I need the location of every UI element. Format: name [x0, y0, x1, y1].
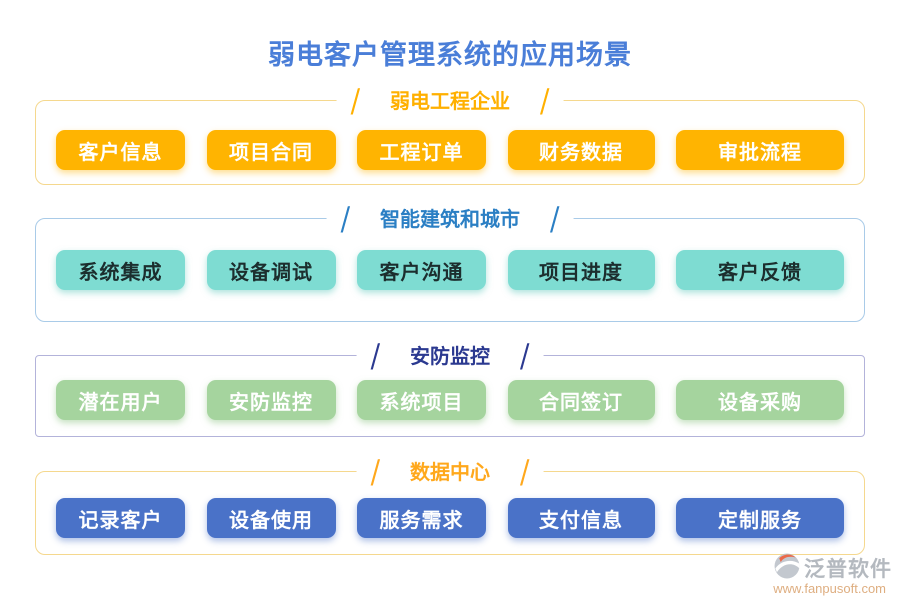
section-legend: / 智能建筑和城市 / — [326, 199, 574, 238]
chip-payment-info[interactable]: 支付信息 — [507, 498, 655, 538]
section-weak-current-enterprise: / 弱电工程企业 / 客户信息 项目合同 工程订单 财务数据 审批流程 — [35, 84, 865, 185]
chip-row: 潜在用户 安防监控 系统项目 合同签订 设备采购 — [36, 380, 864, 420]
watermark-url-text: www.fanpusoft.com — [773, 581, 886, 596]
fanpu-logo-icon — [773, 552, 801, 584]
chip-engineering-order[interactable]: 工程订单 — [357, 130, 486, 170]
chip-customer-communication[interactable]: 客户沟通 — [357, 250, 486, 290]
chip-system-project[interactable]: 系统项目 — [357, 380, 486, 420]
chip-contract-signing[interactable]: 合同签订 — [507, 380, 655, 420]
chip-device-debugging[interactable]: 设备调试 — [206, 250, 336, 290]
chip-device-usage[interactable]: 设备使用 — [206, 498, 336, 538]
section-legend: / 数据中心 / — [356, 452, 544, 491]
chip-customer-feedback[interactable]: 客户反馈 — [676, 250, 844, 290]
watermark: 泛普软件 www.fanpusoft.com — [773, 552, 892, 596]
section-smart-buildings-cities: / 智能建筑和城市 / 系统集成 设备调试 客户沟通 项目进度 客户反馈 — [35, 202, 865, 322]
slash-right-icon: / — [550, 199, 560, 238]
section-title: 数据中心 — [410, 460, 490, 484]
slash-left-icon: / — [340, 199, 350, 238]
watermark-brand-text: 泛普软件 — [804, 556, 892, 581]
chip-row: 客户信息 项目合同 工程订单 财务数据 审批流程 — [36, 130, 864, 170]
chip-service-demand[interactable]: 服务需求 — [357, 498, 486, 538]
chip-project-progress[interactable]: 项目进度 — [507, 250, 655, 290]
section-data-center: / 数据中心 / 记录客户 设备使用 服务需求 支付信息 定制服务 — [35, 455, 865, 555]
chip-customer-info[interactable]: 客户信息 — [56, 130, 185, 170]
slash-left-icon: / — [370, 452, 380, 491]
chip-equipment-procurement[interactable]: 设备采购 — [676, 380, 844, 420]
chip-custom-service[interactable]: 定制服务 — [676, 498, 844, 538]
chip-potential-users[interactable]: 潜在用户 — [56, 380, 185, 420]
chip-project-contract[interactable]: 项目合同 — [206, 130, 336, 170]
section-security-monitoring: / 安防监控 / 潜在用户 安防监控 系统项目 合同签订 设备采购 — [35, 339, 865, 437]
slash-left-icon: / — [350, 81, 360, 120]
chip-system-integration[interactable]: 系统集成 — [56, 250, 185, 290]
slash-right-icon: / — [520, 452, 530, 491]
section-title: 智能建筑和城市 — [380, 207, 520, 231]
slash-right-icon: / — [540, 81, 550, 120]
chip-row: 记录客户 设备使用 服务需求 支付信息 定制服务 — [36, 498, 864, 538]
chip-record-customer[interactable]: 记录客户 — [56, 498, 185, 538]
section-title: 安防监控 — [410, 344, 490, 368]
chip-security-monitoring[interactable]: 安防监控 — [206, 380, 336, 420]
section-legend: / 安防监控 / — [356, 336, 544, 375]
slash-left-icon: / — [370, 336, 380, 375]
chip-row: 系统集成 设备调试 客户沟通 项目进度 客户反馈 — [36, 250, 864, 290]
slash-right-icon: / — [520, 336, 530, 375]
watermark-brand-row: 泛普软件 — [773, 552, 892, 584]
chip-finance-data[interactable]: 财务数据 — [507, 130, 655, 170]
chip-approval-flow[interactable]: 审批流程 — [676, 130, 844, 170]
section-title: 弱电工程企业 — [390, 89, 510, 113]
page-title: 弱电客户管理系统的应用场景 — [268, 40, 632, 71]
section-legend: / 弱电工程企业 / — [336, 81, 564, 120]
